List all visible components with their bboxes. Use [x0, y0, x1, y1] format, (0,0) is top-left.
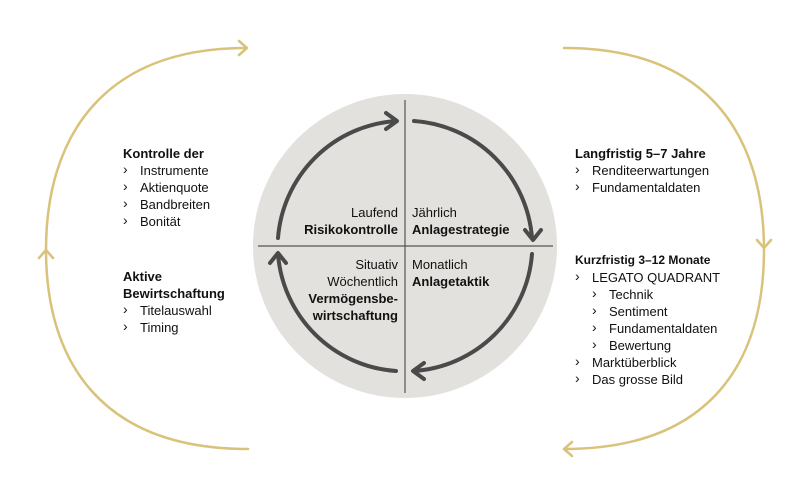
quadrant-bottom-left-line2: Wöchentlich	[327, 274, 398, 289]
arrow-bottom-left-head	[268, 251, 288, 265]
quadrant-top-left-line1: Laufend	[351, 205, 398, 220]
quadrant-bottom-left-line4: wirtschaftung	[312, 308, 398, 323]
arrow-top-left	[276, 119, 398, 240]
quadrant-top-left: Laufend Risikokontrolle	[286, 204, 398, 238]
kurzfristig-block: Kurzfristig 3–12 Monate LEGATO QUADRANT …	[575, 252, 720, 388]
quadrant-bottom-right-line1: Monatlich	[412, 257, 468, 272]
arrow-top-right	[412, 119, 534, 240]
legato-sub-item: Fundamentaldaten	[575, 319, 720, 337]
right-gold-arrowhead-bottom	[562, 440, 574, 458]
legato-sub-item: Sentiment	[575, 302, 720, 320]
quadrant-top-right: Jährlich Anlagestrategie	[412, 204, 510, 238]
quadrant-bottom-right: Monatlich Anlagetaktik	[412, 256, 489, 290]
left-gold-arrowhead-side	[37, 248, 55, 260]
kontrolle-heading: Kontrolle der	[123, 146, 204, 161]
quadrant-bottom-right-line2: Anlagetaktik	[412, 274, 490, 289]
quadrant-top-right-line1: Jährlich	[412, 205, 457, 220]
kurzfristig-item: Das grosse Bild	[575, 370, 720, 388]
legato-sub-item: Technik	[575, 285, 720, 303]
kontrolle-block: Kontrolle der Instrumente Aktienquote Ba…	[123, 145, 210, 230]
quadrant-bottom-left-line3: Vermögensbe-	[308, 291, 398, 306]
kontrolle-item: Bandbreiten	[123, 195, 210, 213]
right-gold-arc	[562, 46, 766, 451]
quadrant-top-left-line2: Risikokontrolle	[304, 222, 398, 237]
aktive-block: Aktive Bewirtschaftung Titelauswahl Timi…	[123, 268, 225, 336]
aktive-item: Timing	[123, 318, 225, 336]
left-gold-arc	[44, 46, 250, 451]
arrow-bottom-right	[412, 252, 534, 373]
arrow-top-left-head	[384, 111, 399, 131]
kontrolle-item: Bonität	[123, 212, 210, 230]
langfristig-block: Langfristig 5–7 Jahre Renditeerwartungen…	[575, 145, 709, 196]
quadrant-top-right-line2: Anlagestrategie	[412, 222, 510, 237]
arrow-bottom-left	[276, 252, 398, 373]
right-gold-arrowhead-side	[755, 238, 773, 250]
langfristig-heading: Langfristig 5–7 Jahre	[575, 146, 706, 161]
left-gold-arrowhead-top	[237, 39, 249, 57]
kurzfristig-item: Marktüberblick	[575, 353, 720, 371]
kurzfristig-item-legato: LEGATO QUADRANT	[575, 268, 720, 286]
quadrant-bottom-left: Situativ Wöchentlich Vermögensbe- wirtsc…	[286, 256, 398, 324]
kontrolle-item: Instrumente	[123, 161, 210, 179]
arrow-bottom-right-head	[411, 361, 426, 381]
arrow-top-right-head	[523, 228, 543, 242]
langfristig-item: Renditeerwartungen	[575, 161, 709, 179]
langfristig-item: Fundamentaldaten	[575, 178, 709, 196]
kurzfristig-heading: Kurzfristig 3–12 Monate	[575, 253, 711, 267]
aktive-heading-line2: Bewirtschaftung	[123, 286, 225, 301]
kontrolle-item: Aktienquote	[123, 178, 210, 196]
legato-sub-item: Bewertung	[575, 336, 720, 354]
quadrant-bottom-left-line1: Situativ	[355, 257, 398, 272]
aktive-item: Titelauswahl	[123, 301, 225, 319]
aktive-heading-line1: Aktive	[123, 269, 163, 284]
